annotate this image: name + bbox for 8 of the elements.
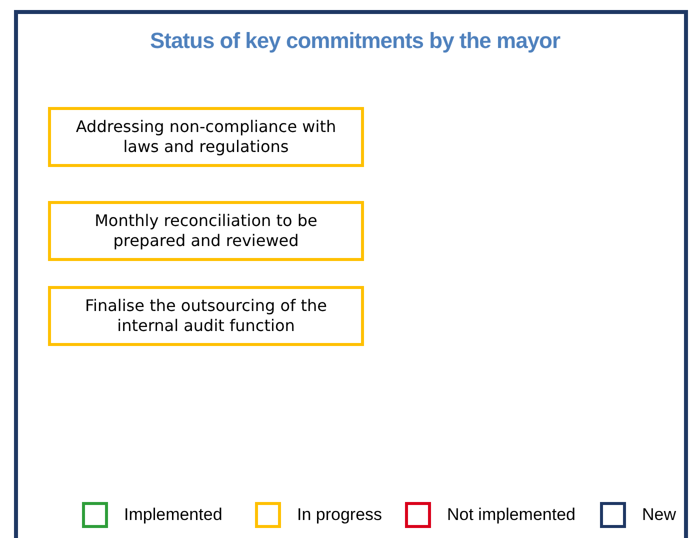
legend-label: Implemented — [124, 505, 222, 525]
commitment-box: Monthly reconciliation to be prepared and reviewed — [48, 201, 364, 261]
diagram-title: Status of key commitments by the mayor — [148, 28, 562, 54]
legend-label: In progress — [297, 505, 382, 525]
commitment-box: Addressing non-compliance with laws and regulations — [48, 107, 364, 167]
commitment-box: Finalise the outsourcing of the internal audit function — [48, 286, 364, 346]
legend-label: New — [642, 505, 676, 525]
legend-label: Not implemented — [447, 505, 576, 525]
